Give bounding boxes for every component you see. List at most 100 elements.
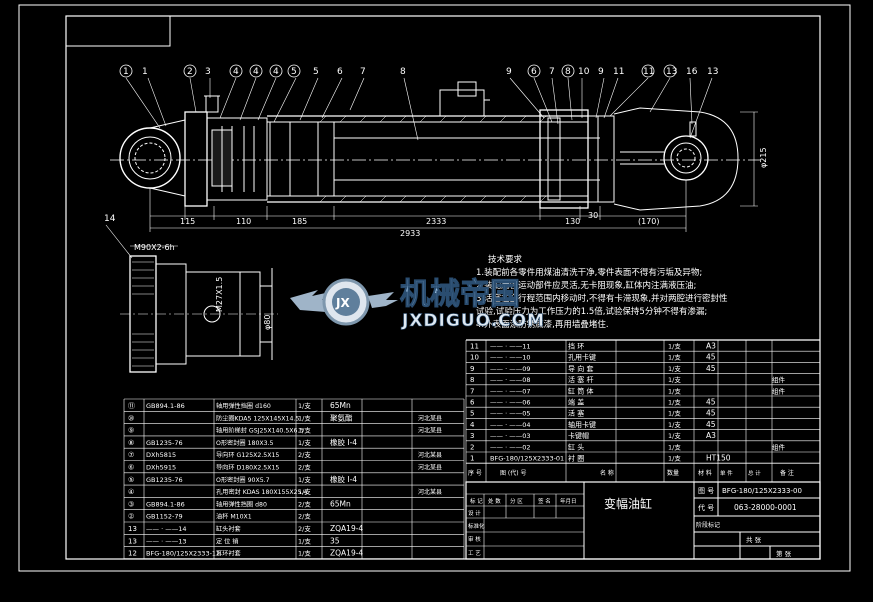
watermark-badge: JX bbox=[335, 296, 350, 310]
watermark-cn: 机械帝国 bbox=[400, 277, 520, 312]
bom-row-qty: 1/支 bbox=[668, 398, 681, 407]
bom-row-no: ② bbox=[128, 513, 134, 521]
bom-row-code: —— · ——13 bbox=[146, 537, 186, 545]
tech-line-3: 3.活塞在全行程范围内移动时,不得有卡滞现象,并对两腔进行密封性 bbox=[476, 293, 728, 304]
bom-row-name: 缸 筒 体 bbox=[568, 386, 593, 395]
bom-row-code: —— · ——09 bbox=[490, 365, 530, 373]
tb-label-count: 处 数 bbox=[488, 497, 501, 505]
bom-row-note: 河北某县 bbox=[418, 488, 442, 496]
tech-line-2: 2.装配后各运动部件应灵活,无卡阻现象,缸体内注满液压油; bbox=[476, 280, 696, 291]
svg-text:14: 14 bbox=[104, 214, 116, 224]
tb-label-zone: 分 区 bbox=[510, 497, 523, 505]
bom-row-code: GB1235-76 bbox=[146, 439, 183, 447]
bom-row-qty: 1/支 bbox=[668, 409, 681, 418]
svg-text:16: 16 bbox=[686, 67, 698, 77]
bom-row-note: 河北某县 bbox=[418, 427, 442, 435]
svg-text:4: 4 bbox=[253, 67, 259, 77]
bom-header-unit-weight: 单 件 bbox=[720, 469, 733, 477]
code-label: 代 号 bbox=[698, 503, 714, 512]
dim-seg3: 185 bbox=[292, 217, 307, 226]
bom-row-name: 油杯 M10X1 bbox=[216, 513, 252, 521]
bom-row-qty: 1/支 bbox=[668, 342, 681, 351]
bom-row-no: 1 bbox=[470, 455, 474, 463]
bom-row-qty: 1/支 bbox=[668, 364, 681, 373]
bom-row-qty: 1/支 bbox=[298, 487, 311, 496]
bom-row-material: ZQA19-4 bbox=[330, 549, 363, 558]
bom-row-no: 2 bbox=[470, 443, 474, 451]
bom-row-qty: 1/支 bbox=[298, 401, 311, 410]
dim-stroke: 2333 bbox=[426, 217, 446, 226]
bom-row-code: BFG-180/125X2333-01 bbox=[490, 455, 564, 463]
detail-texts: 14 M90X2-6h M27X1.5 φ80 bbox=[104, 214, 272, 330]
tb-label-mark: 标 记 bbox=[470, 497, 483, 505]
svg-text:8: 8 bbox=[400, 67, 406, 77]
bom-row-material: 45 bbox=[706, 409, 716, 418]
svg-text:4: 4 bbox=[233, 67, 239, 77]
bom-row-name: 衬 圈 bbox=[568, 454, 584, 463]
bom-row-qty: 2/支 bbox=[298, 450, 311, 459]
bom-row-material: 45 bbox=[706, 420, 716, 429]
bom-row-no: 12 bbox=[128, 550, 137, 558]
bom-row-name: 卡键帽 bbox=[568, 431, 589, 440]
part-name: 变幅油缸 bbox=[604, 496, 652, 511]
bom-header-material: 材 料 bbox=[698, 469, 712, 477]
bom-row-name: 导向环 D180X2.5X15 bbox=[216, 464, 279, 472]
bom-row-code: —— · ——10 bbox=[490, 354, 530, 362]
bom-row-qty: 1/支 bbox=[668, 375, 681, 384]
svg-text:9: 9 bbox=[598, 67, 604, 77]
bom-row-name: 孔用密封 KDAS 180X155X25.4 bbox=[216, 488, 307, 496]
bom-row-no: 10 bbox=[470, 354, 479, 362]
svg-text:5: 5 bbox=[313, 67, 319, 77]
tb-label-sign: 签 名 bbox=[538, 497, 551, 505]
bom-row-name: 轴用弹性挡圈 d160 bbox=[216, 402, 271, 410]
bom-row-name: 轴用卡键 bbox=[568, 420, 596, 429]
bom-row-material: 45 bbox=[706, 353, 716, 362]
tech-requirements: 技术要求 1.装配前各零件用煤油清洗干净,零件表面不得有污垢及异物; 2.装配后… bbox=[476, 254, 728, 330]
sheet-no: 第 张 bbox=[776, 549, 792, 558]
svg-text:11: 11 bbox=[613, 67, 624, 77]
bom-row-no: 11 bbox=[470, 343, 479, 351]
balloon-texts: 1 1 2 3 4 4 4 5 5 6 7 8 9 6 7 8 10 9 11 … bbox=[123, 67, 718, 77]
bom-row-name: 导向环 G125X2.5X15 bbox=[216, 451, 279, 459]
bom-row-qty: 1/支 bbox=[668, 353, 681, 362]
bom-row-no: ③ bbox=[128, 500, 134, 508]
bom-row-material: 65Mn bbox=[330, 401, 351, 410]
bom-row-qty: 2/支 bbox=[298, 463, 311, 472]
bom-row-code: —— · ——04 bbox=[490, 421, 530, 429]
svg-text:3: 3 bbox=[205, 67, 211, 77]
bom-row-material: 橡胶 I-4 bbox=[330, 474, 357, 484]
bom-row-name: 防尘圈KDA5 125X145X14.5 bbox=[216, 414, 299, 422]
bom-row-qty: 2/支 bbox=[298, 524, 311, 533]
title-block-texts: 变幅油缸 图 号 BFG-180/125X2333-00 代 号 063-280… bbox=[468, 487, 802, 558]
bom-row-code: DXh5915 bbox=[146, 464, 176, 472]
bom-row-code: —— · ——05 bbox=[490, 410, 530, 418]
dim-dia: φ80 bbox=[263, 315, 272, 330]
tb-label-design: 设 计 bbox=[468, 509, 481, 517]
bom-row-material: 35 bbox=[330, 536, 340, 545]
bom-row-no: 7 bbox=[470, 387, 474, 395]
bom-row-qty: 1/支 bbox=[668, 431, 681, 440]
bom-row-name: 活 塞 bbox=[568, 409, 584, 418]
bom-row-qty: 1/支 bbox=[298, 475, 311, 484]
bom-row-material: A3 bbox=[706, 431, 716, 440]
bom-row-no: ⑪ bbox=[128, 402, 135, 410]
corner-box bbox=[65, 15, 171, 47]
bom-row-no: ⑦ bbox=[128, 451, 134, 459]
bom-row-qty: 1/支 bbox=[298, 536, 311, 545]
dim-total: 2933 bbox=[400, 229, 420, 238]
bom-row-no: ④ bbox=[128, 488, 134, 496]
svg-text:8: 8 bbox=[565, 67, 571, 77]
dim-thread: M90X2-6h bbox=[134, 243, 175, 252]
bom-row-code: GB894.1-86 bbox=[146, 500, 185, 508]
drawing-no-label: 图 号 bbox=[698, 487, 714, 495]
dim-seg2: 110 bbox=[236, 217, 251, 226]
bom-header-code: 图 (代) 号 bbox=[500, 469, 527, 477]
bom-row-name: 定 位 销 bbox=[216, 537, 239, 545]
dim-port: M27X1.5 bbox=[215, 277, 224, 312]
bom-row-code: GB1235-76 bbox=[146, 476, 183, 484]
bom-row-code: —— · ——07 bbox=[490, 387, 530, 395]
svg-text:4: 4 bbox=[273, 67, 279, 77]
tech-line-5: 4.外表面涂防锈底漆,再用墙叠堵住. bbox=[476, 319, 609, 330]
bom-row-code: —— · ——14 bbox=[146, 525, 186, 533]
